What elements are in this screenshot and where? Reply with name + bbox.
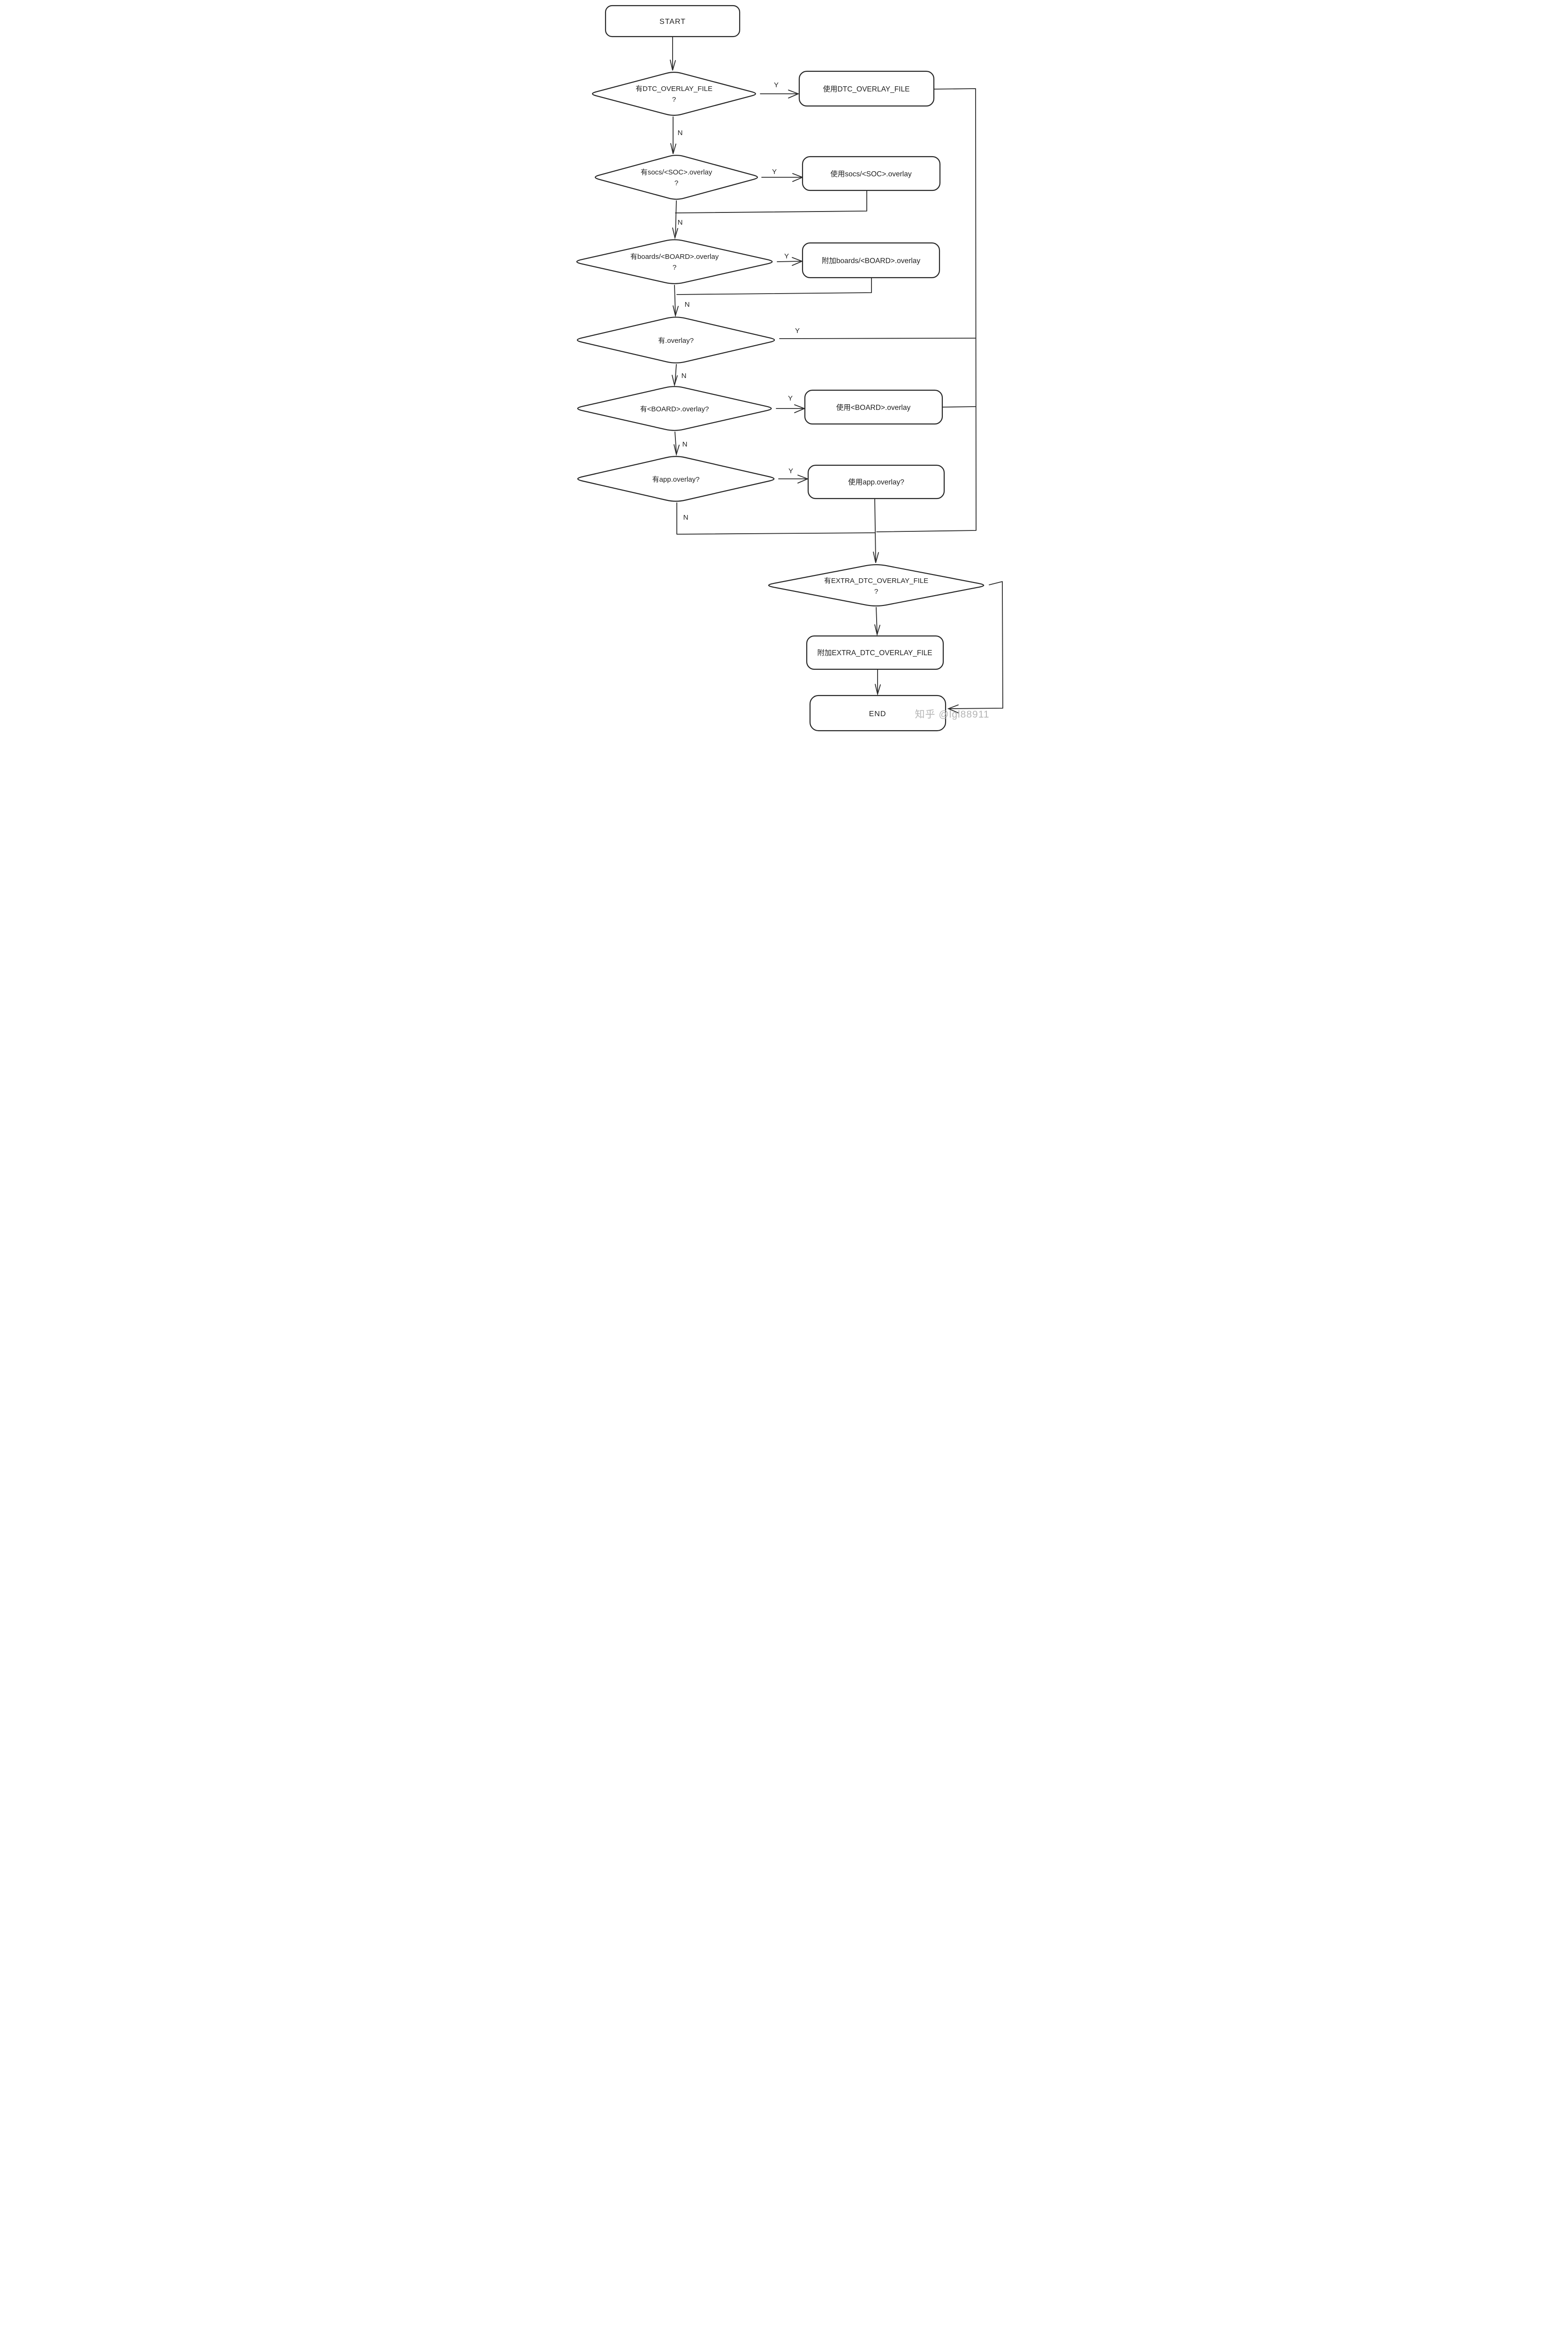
edge-append-boards-merge — [676, 278, 872, 295]
label-yes-boards: Y — [784, 252, 788, 260]
edge-app-no — [676, 502, 875, 535]
node-append-extra-dtc: 附加EXTRA_DTC_OVERLAY_FILE — [806, 635, 944, 670]
arrowhead-into-end-right — [947, 704, 959, 713]
edge-board-overlay-no — [674, 431, 677, 454]
use-dtc-shape — [798, 70, 934, 107]
decision-dot-overlay-label: 有.overlay? — [658, 337, 694, 345]
decision-dtc-shape — [591, 72, 756, 116]
decision-app-label: 有app.overlay? — [652, 476, 699, 484]
label-yes-app: Y — [788, 467, 793, 475]
start-terminator-shape — [605, 5, 740, 38]
label-no-app: N — [683, 514, 688, 522]
arrowhead-into-board-overlay — [671, 375, 678, 387]
label-yes-socs: Y — [772, 168, 776, 176]
decision-dtc-label: 有DTC_OVERLAY_FILE — [636, 85, 712, 93]
end-label: END — [869, 710, 886, 718]
label-no-overlay: N — [681, 372, 686, 380]
node-decision-dot-overlay: 有.overlay? — [576, 317, 775, 363]
use-board-label: 使用<BOARD>.overlay — [836, 403, 910, 412]
flowchart-canvas: START 有DTC_OVERLAY_FILE ? 使用DTC_OVERLAY_… — [560, 0, 1008, 734]
arrowhead-into-socs — [670, 143, 676, 154]
decision-socs-shape — [594, 155, 758, 200]
use-socs-label: 使用socs/<SOC>.overlay — [830, 170, 911, 178]
node-use-dtc-overlay-file: 使用DTC_OVERLAY_FILE — [798, 70, 934, 107]
decision-socs-label: 有socs/<SOC>.overlay — [640, 168, 712, 176]
label-no-board-overlay: N — [682, 440, 687, 448]
arrowhead-into-dtc — [669, 60, 676, 71]
label-no-socs: N — [677, 219, 682, 227]
decision-socs-qmark: ? — [674, 179, 678, 187]
node-append-boards-overlay: 附加boards/<BOARD>.overlay — [802, 242, 940, 279]
arrowhead-into-end-top — [874, 684, 881, 696]
decision-boards-shape — [576, 239, 773, 284]
decision-boards-qmark: ? — [672, 264, 676, 272]
edge-extra-to-append — [875, 607, 878, 634]
use-board-shape — [804, 389, 943, 425]
edge-overlay-yes — [779, 338, 976, 339]
decision-board-overlay-label: 有<BOARD>.overlay? — [640, 405, 709, 413]
node-decision-extra-dtc: 有EXTRA_DTC_OVERLAY_FILE ? — [768, 564, 984, 607]
node-decision-socs-overlay: 有socs/<SOC>.overlay ? — [594, 155, 758, 200]
label-yes-board-overlay: Y — [788, 394, 792, 402]
arrowhead-into-use-dtc — [788, 90, 799, 98]
edge-use-app-to-extra — [874, 499, 876, 562]
flowchart-page: START 有DTC_OVERLAY_FILE ? 使用DTC_OVERLAY_… — [560, 0, 1008, 734]
label-no-boards: N — [684, 301, 689, 309]
edge-overlay-no — [674, 364, 677, 384]
node-use-app-overlay: 使用app.overlay? — [807, 464, 945, 499]
edge-boards-no — [674, 285, 676, 315]
label-yes-overlay: Y — [795, 327, 799, 335]
start-label: START — [659, 18, 686, 26]
node-decision-dtc-overlay-file: 有DTC_OVERLAY_FILE ? — [591, 72, 756, 116]
node-decision-boards-overlay: 有boards/<BOARD>.overlay ? — [576, 239, 773, 284]
use-app-label: 使用app.overlay? — [848, 478, 904, 486]
decision-app-shape — [577, 456, 774, 502]
edge-extra-no-to-end — [949, 581, 1003, 709]
arrowhead-into-overlay — [672, 305, 679, 318]
decision-board-overlay-shape — [577, 386, 772, 431]
arrowhead-into-boards — [672, 227, 678, 240]
decision-extra-qmark: ? — [874, 588, 878, 596]
node-use-socs-overlay: 使用socs/<SOC>.overlay — [802, 156, 940, 191]
decision-dtc-qmark: ? — [672, 96, 675, 104]
use-socs-shape — [802, 156, 940, 191]
arrowhead-into-extra — [872, 552, 879, 563]
use-app-shape — [807, 464, 945, 499]
node-decision-app-overlay: 有app.overlay? — [577, 456, 774, 502]
edge-boards-yes — [776, 261, 801, 262]
decision-dot-overlay-shape — [576, 317, 775, 363]
append-boards-shape — [802, 242, 940, 279]
node-start: START — [605, 5, 740, 38]
append-boards-label: 附加boards/<BOARD>.overlay — [821, 257, 920, 265]
append-extra-shape — [806, 635, 944, 670]
edge-socs-no — [674, 200, 677, 237]
node-use-board-overlay: 使用<BOARD>.overlay — [804, 389, 943, 425]
zhihu-watermark: 知乎 @lgl88911 — [915, 709, 989, 720]
edge-use-dtc-to-rail — [876, 88, 977, 532]
decision-extra-label: 有EXTRA_DTC_OVERLAY_FILE — [824, 577, 928, 585]
node-decision-board-overlay: 有<BOARD>.overlay? — [577, 386, 772, 431]
label-no-dtc: N — [677, 129, 682, 137]
node-end: END — [809, 695, 946, 732]
decision-boards-label: 有boards/<BOARD>.overlay — [630, 253, 719, 261]
decision-extra-shape — [768, 564, 984, 607]
use-dtc-label: 使用DTC_OVERLAY_FILE — [823, 85, 909, 93]
arrowhead-into-append-extra — [874, 624, 880, 636]
label-yes-dtc: Y — [773, 81, 778, 89]
arrowhead-into-app — [673, 444, 680, 456]
edge-use-socs-merge — [674, 190, 867, 213]
end-terminator-shape — [809, 695, 946, 732]
append-extra-label: 附加EXTRA_DTC_OVERLAY_FILE — [817, 649, 932, 657]
